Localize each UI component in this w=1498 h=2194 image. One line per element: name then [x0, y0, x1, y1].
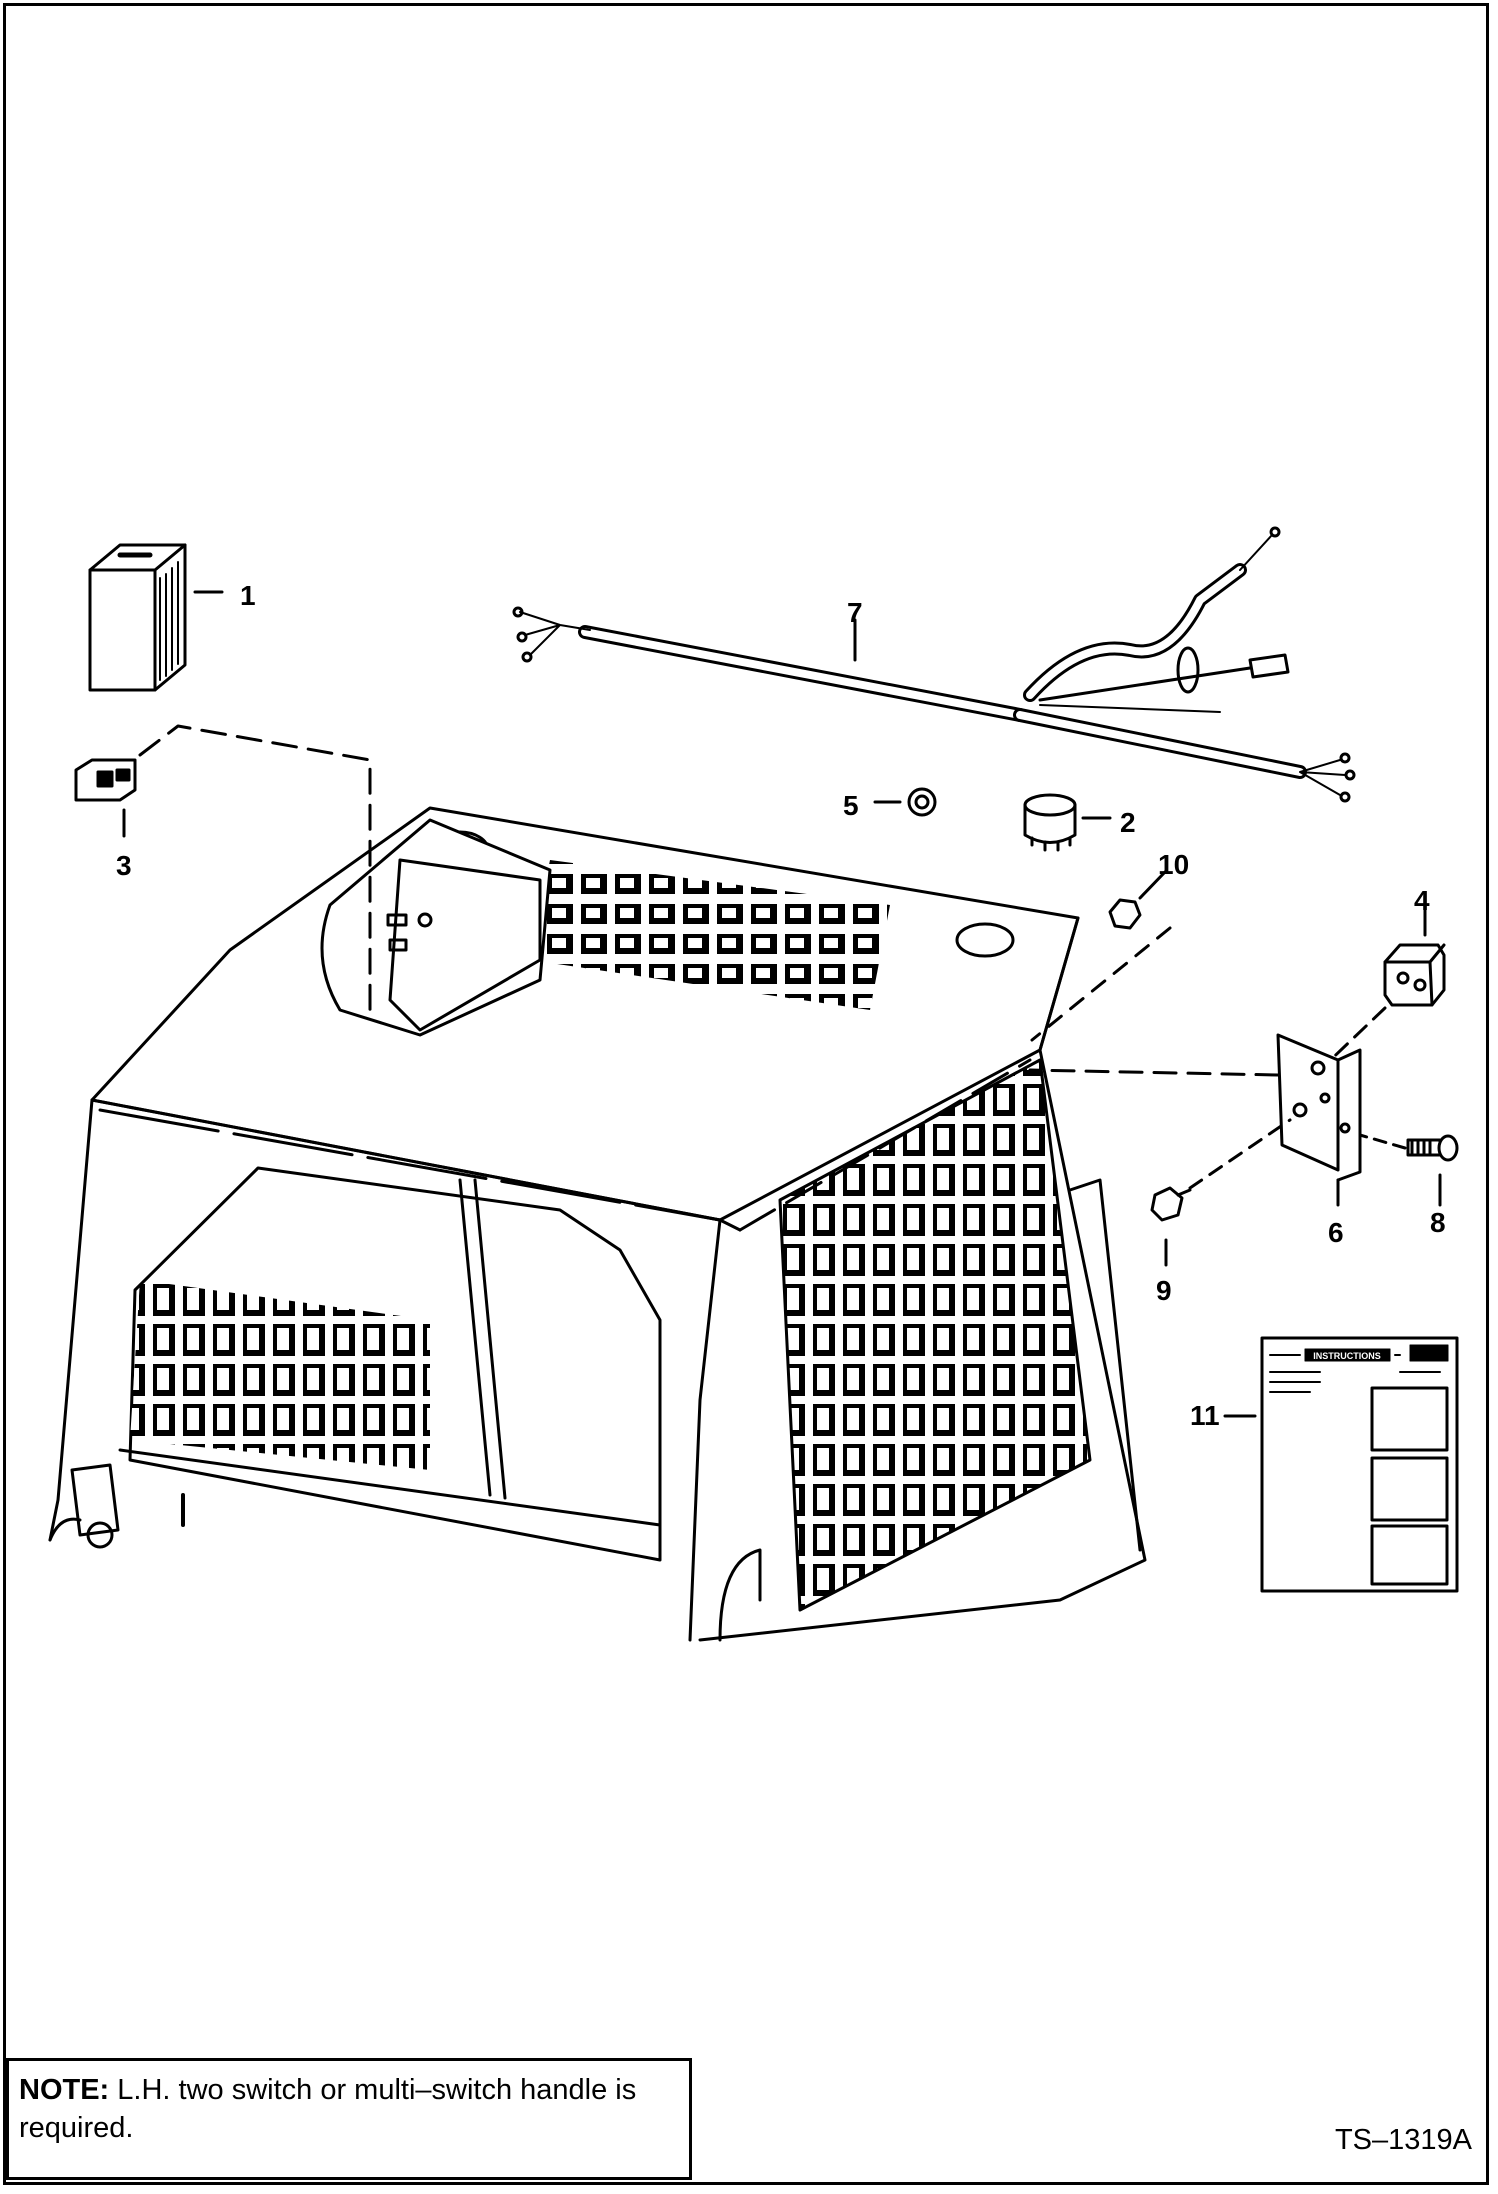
- page-frame: [3, 3, 1489, 2185]
- part-1-control-module: [88, 543, 224, 692]
- part-5-grommet: [873, 787, 937, 817]
- part-11-instruction-decal: [1223, 1336, 1459, 1593]
- callout-11: 11: [1190, 1400, 1220, 1431]
- reference-code: TS–1319A: [1334, 2124, 1472, 2156]
- operator-cab: [48, 806, 1147, 1642]
- callout-6: 6: [1328, 1217, 1344, 1248]
- part-8-bolt: [1358, 1133, 1459, 1207]
- note-text: L.H. two switch or multi–switch handle i…: [19, 2074, 637, 2144]
- callout-8: 8: [1430, 1207, 1446, 1238]
- callout-7: 7: [847, 597, 863, 628]
- decal-header-text: INSTRUCTIONS: [1313, 1351, 1381, 1361]
- part-6-bracket: [1028, 1033, 1362, 1207]
- callout-1: 1: [240, 580, 256, 611]
- callout-10: 10: [1158, 849, 1189, 880]
- part-3-switch: [74, 724, 372, 1022]
- callout-2: 2: [1120, 807, 1136, 838]
- note-label: NOTE:: [19, 2074, 110, 2106]
- callout-9: 9: [1156, 1275, 1172, 1306]
- note-box: NOTE: L.H. two switch or multi–switch ha…: [6, 2058, 692, 2180]
- callout-3: 3: [116, 850, 132, 881]
- part-9-screw: [1150, 1118, 1292, 1267]
- callout-5: 5: [843, 790, 859, 821]
- part-4-buzzer: [1318, 908, 1446, 1072]
- callout-4: 4: [1414, 885, 1430, 916]
- part-2-flasher: [1023, 793, 1112, 852]
- part-7-wire-harness: [512, 526, 1356, 803]
- part-10-nut: [1030, 870, 1172, 1042]
